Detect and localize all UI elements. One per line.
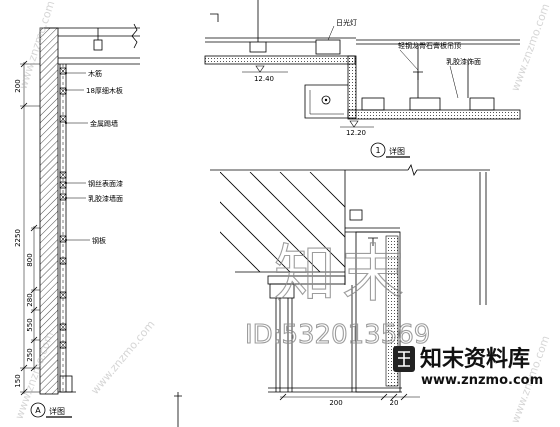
bottom-dimension-20: 20 [390,399,399,407]
detail-a-leader-dots [65,72,67,241]
bottom-dimension-line [279,393,420,401]
label-latex-paint-wall: 乳胶漆墙面 [88,194,123,203]
znzmo-logo-icon [393,346,415,372]
batten-block [59,67,67,75]
dimension-inner-3: 550 [26,318,34,331]
ceiling-leader-line [399,49,419,71]
dimension-inner-2: 280 [26,293,34,306]
label-surface-coat: 钢丝表面漆 [88,179,123,188]
section-right-wall [479,172,487,305]
dimension-outer-bottom: 150 [14,374,22,387]
batten-block [59,341,67,349]
finish-leader-line [449,65,459,99]
light-fixture-left [249,41,267,53]
callout-a-circle [30,402,46,418]
bottom-dimension-200: 200 [329,399,342,407]
batten-cross-marks [59,67,67,349]
baseboard [59,375,73,393]
callout-1-title: 详图 [389,146,405,156]
label-metal-trim: 金属踢墙 [90,119,118,128]
elevation-lower-value: 12.20 [346,129,366,137]
beam-soffit-board [267,275,346,285]
callout-a-letter: A [35,406,41,415]
batten-block [59,181,67,189]
label-fluorescent-lamp: 日光灯 [336,18,357,27]
batten-block [59,291,67,299]
lamp-leader-line [327,25,335,41]
batten-blocks [59,67,67,349]
dimension-inner-1: 800 [26,253,34,266]
callout-a-title: 详图 [49,406,65,416]
callout-1-circle [370,142,386,158]
ceiling-channels [361,44,495,111]
batten-block [59,171,67,179]
beam-diagonal-hatching [220,172,345,272]
watermark-brand-name: 知末资料库 [420,346,530,372]
label-latex-finish: 乳胶漆饰面 [446,57,481,66]
label-steel-plate: 钢板 [92,236,106,245]
label-plywood-board: 18厚细木板 [86,86,123,95]
gypsum-ceiling-board-lower [347,109,521,120]
elevation-mark-lower [340,120,374,128]
ceiling-slab-lines [40,23,140,65]
beam-panel-section: 200 20 [174,164,490,427]
detail-a-outer-dimension-line [20,60,40,396]
watermark-logo-text: 知末 [274,237,410,310]
elevation-mark-upper [242,65,288,73]
gypsum-ceiling-board-upper [204,55,356,65]
label-ceiling-board: 轻钢龙骨石膏板吊顶 [398,41,461,50]
batten-block [59,115,67,123]
batten-block [59,323,67,331]
detail-a-leader-lines [66,72,90,241]
dimension-outer-top: 200 [14,79,22,92]
beam-outline [235,170,346,285]
detail-a-inner-dimension-line [30,224,40,372]
post-cap-block [269,283,295,299]
detail-1-ceiling-section: 日光灯 轻钢龙骨石膏板吊顶 乳胶漆饰面 12.40 12.20 1 详图 [204,0,521,158]
watermark-brand-url: www.znzmo.com [421,373,543,388]
ceiling-hanger-bracket [93,39,103,51]
elevation-upper-value: 12.40 [254,75,274,83]
section-base-lines [174,387,402,427]
light-trough [304,84,348,119]
ceiling-structure-lines [205,0,520,45]
callout-1-number: 1 [375,146,380,155]
trough-lamp-icon [321,95,331,105]
watermark-id-text: ID:532013569 [245,320,430,350]
dimension-outer-middle: 2250 [14,229,22,247]
ceiling-step-side-board [347,55,357,119]
support-posts [275,285,353,392]
label-wood-batten: 木筋 [88,69,102,78]
dimension-inner-4: 250 [26,348,34,361]
batten-block [59,257,67,265]
section-top-line [210,164,490,176]
detail-a-wall-section: 木筋 18厚细木板 金属踢墙 钢丝表面漆 乳胶漆墙面 钢板 200 2250 1… [14,23,140,418]
